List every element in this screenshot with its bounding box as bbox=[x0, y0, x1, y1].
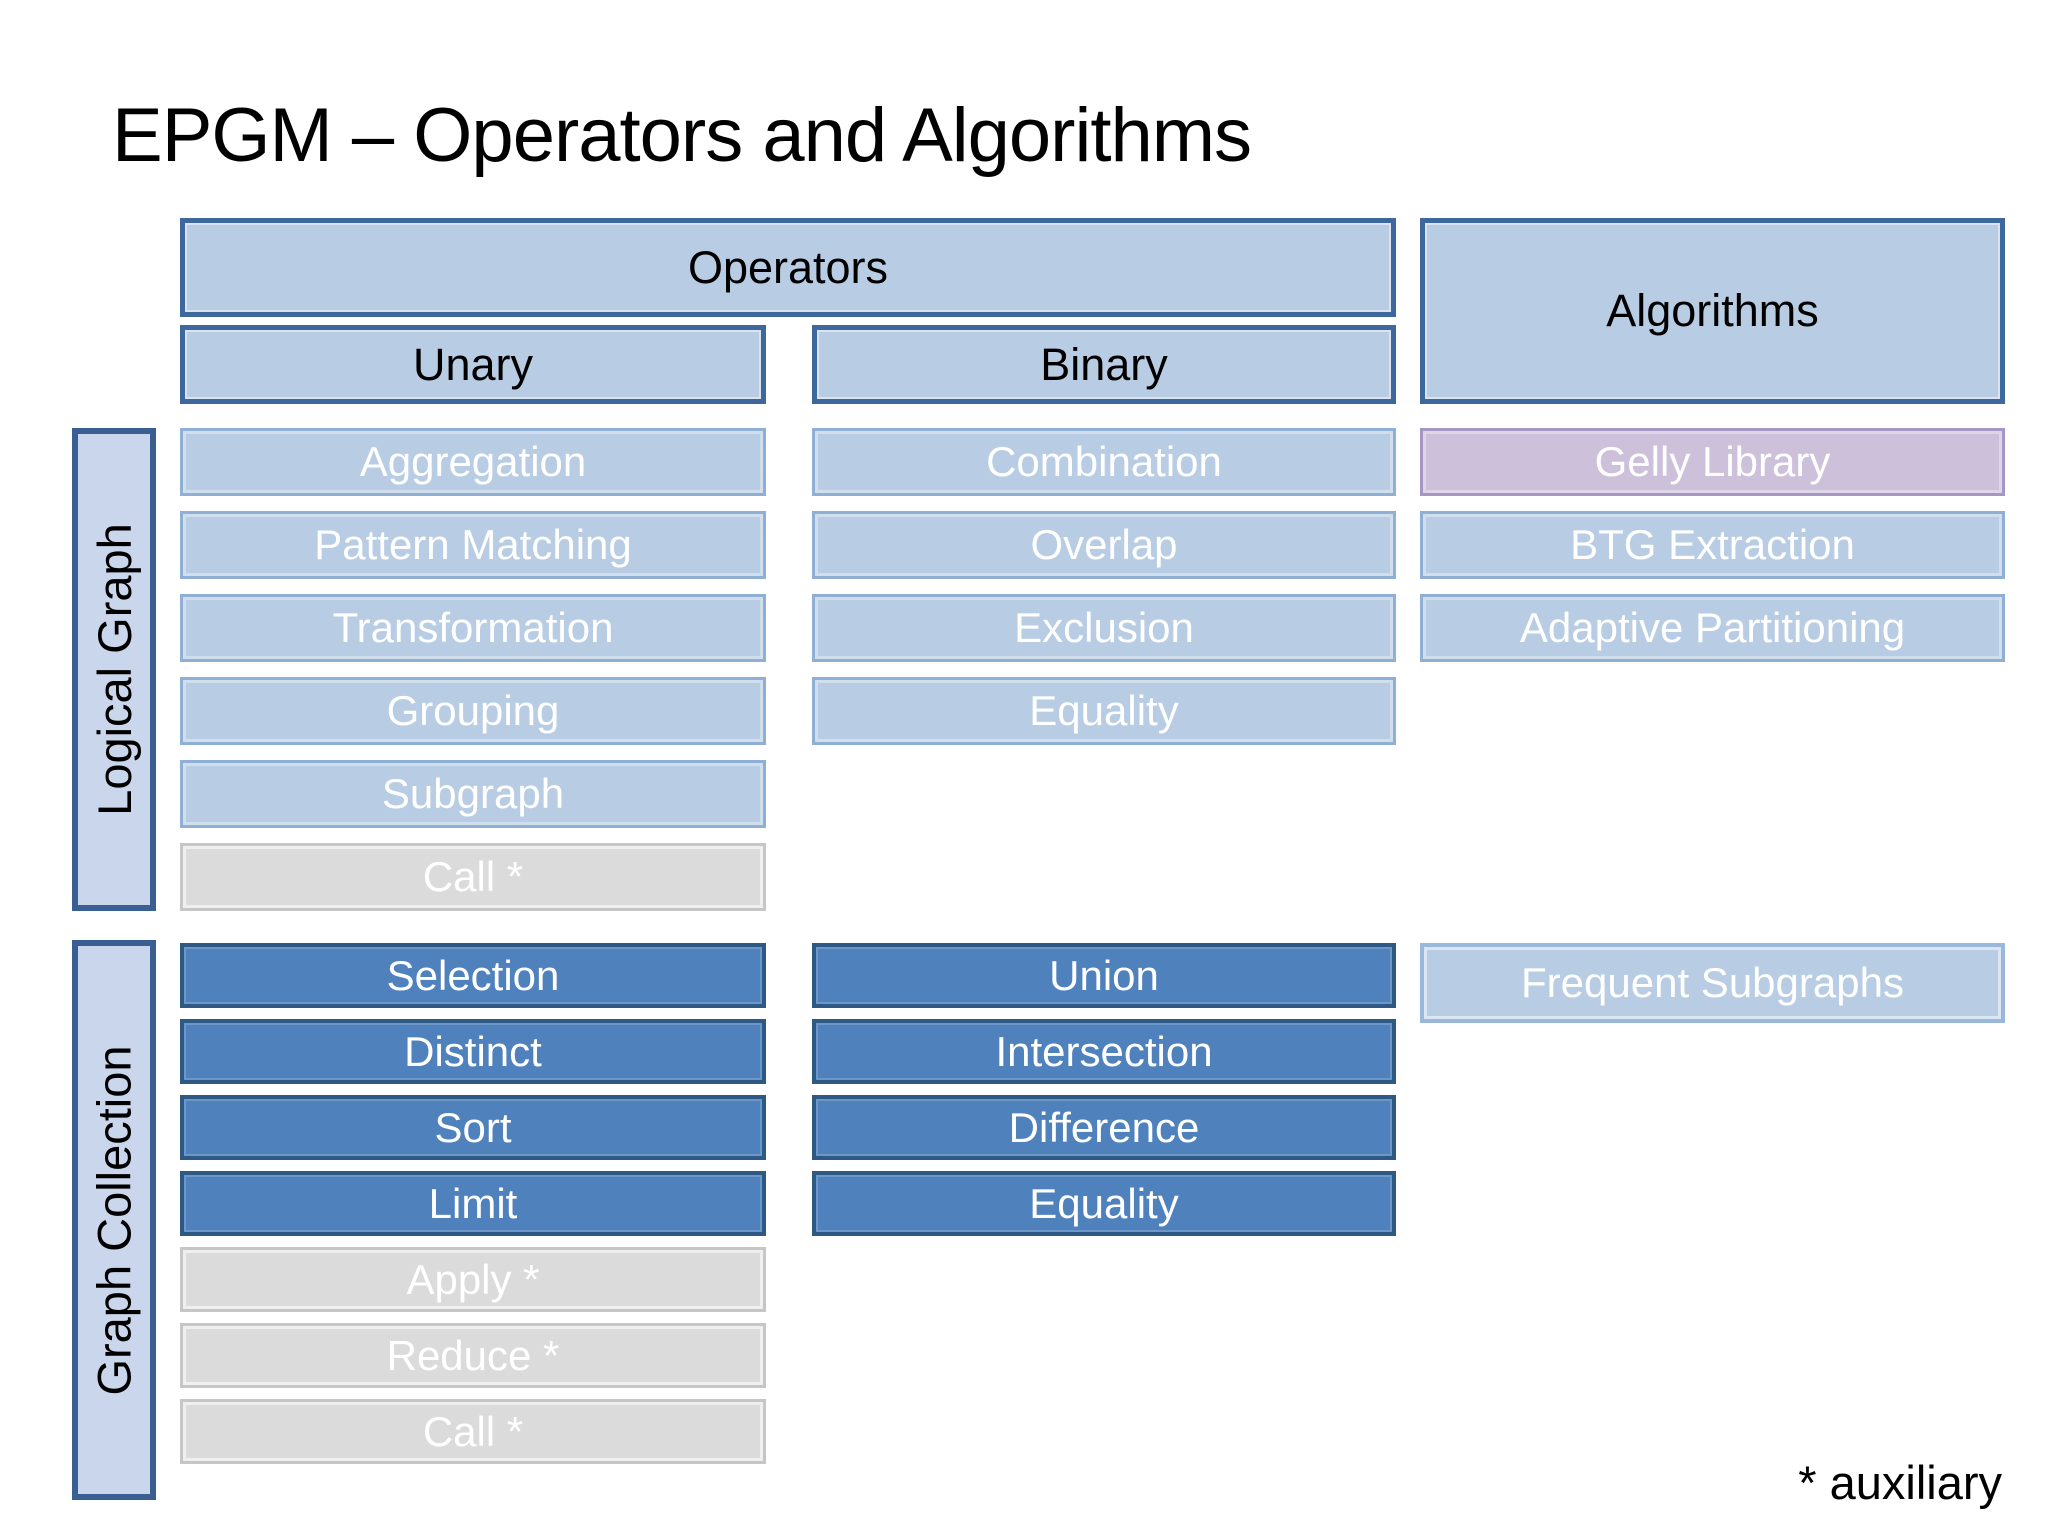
header-algorithms: Algorithms bbox=[1420, 218, 2005, 404]
row-label-logical-graph: Logical Graph bbox=[72, 428, 156, 911]
cell-selection: Selection bbox=[180, 943, 766, 1008]
graph-collection-algorithms-column: Frequent Subgraphs bbox=[1420, 943, 2005, 1023]
cell-combination: Combination bbox=[812, 428, 1396, 496]
cell-sort: Sort bbox=[180, 1095, 766, 1160]
cell-call: Call * bbox=[180, 1399, 766, 1464]
cell-gelly-library: Gelly Library bbox=[1420, 428, 2005, 496]
cell-exclusion: Exclusion bbox=[812, 594, 1396, 662]
cell-call: Call * bbox=[180, 843, 766, 911]
cell-reduce: Reduce * bbox=[180, 1323, 766, 1388]
header-binary: Binary bbox=[812, 325, 1396, 404]
cell-apply: Apply * bbox=[180, 1247, 766, 1312]
row-label-graph-collection-text: Graph Collection bbox=[87, 1044, 141, 1396]
cell-transformation: Transformation bbox=[180, 594, 766, 662]
auxiliary-footnote: * auxiliary bbox=[1798, 1456, 2002, 1509]
cell-limit: Limit bbox=[180, 1171, 766, 1236]
page-title: EPGM – Operators and Algorithms bbox=[112, 93, 1252, 178]
cell-subgraph: Subgraph bbox=[180, 760, 766, 828]
cell-equality: Equality bbox=[812, 677, 1396, 745]
cell-adaptive-partitioning: Adaptive Partitioning bbox=[1420, 594, 2005, 662]
header-unary: Unary bbox=[180, 325, 766, 404]
cell-pattern-matching: Pattern Matching bbox=[180, 511, 766, 579]
row-label-logical-graph-text: Logical Graph bbox=[87, 523, 141, 816]
cell-intersection: Intersection bbox=[812, 1019, 1396, 1084]
cell-btg-extraction: BTG Extraction bbox=[1420, 511, 2005, 579]
cell-grouping: Grouping bbox=[180, 677, 766, 745]
row-label-graph-collection: Graph Collection bbox=[72, 940, 156, 1500]
header-operators: Operators bbox=[180, 218, 1396, 317]
cell-difference: Difference bbox=[812, 1095, 1396, 1160]
cell-overlap: Overlap bbox=[812, 511, 1396, 579]
cell-aggregation: Aggregation bbox=[180, 428, 766, 496]
cell-equality: Equality bbox=[812, 1171, 1396, 1236]
cell-frequent-subgraphs: Frequent Subgraphs bbox=[1420, 943, 2005, 1023]
cell-union: Union bbox=[812, 943, 1396, 1008]
cell-distinct: Distinct bbox=[180, 1019, 766, 1084]
